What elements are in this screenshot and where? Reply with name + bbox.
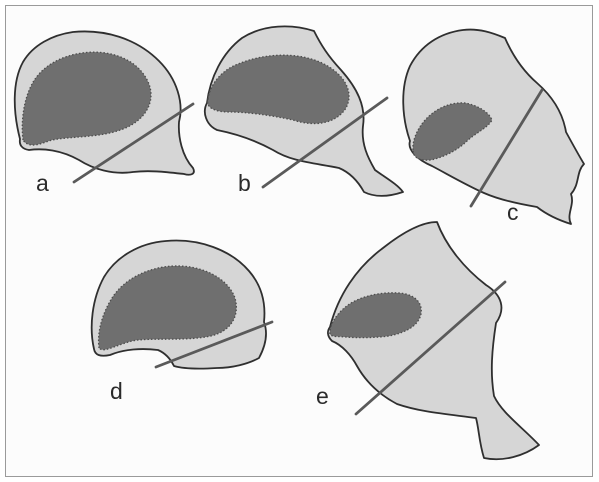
panel-d: d xyxy=(92,241,272,404)
panel-a: a xyxy=(15,31,194,196)
panel-e-outer-shape xyxy=(328,222,539,459)
panel-e-label: e xyxy=(316,383,329,409)
panel-b: b xyxy=(205,26,403,196)
panel-a-label: a xyxy=(36,170,49,196)
panel-c-label: c xyxy=(507,199,519,225)
panel-d-label: d xyxy=(110,378,123,404)
panel-e: e xyxy=(316,222,539,459)
panel-b-label: b xyxy=(238,170,251,196)
panel-c: c xyxy=(403,30,584,225)
